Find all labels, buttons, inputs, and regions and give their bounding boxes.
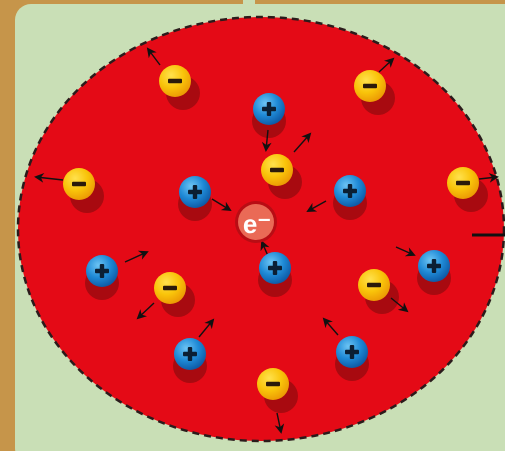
positive-charge <box>253 93 285 125</box>
negative-charge <box>154 272 186 304</box>
electron-label: e⁻ <box>243 209 271 239</box>
plus-sign-icon <box>432 259 436 273</box>
plus-sign-icon <box>273 261 277 275</box>
positive-charge <box>259 252 291 284</box>
negative-charge <box>447 167 479 199</box>
minus-sign-icon <box>270 168 284 172</box>
minus-sign-icon <box>168 79 182 83</box>
negative-charge <box>261 154 293 186</box>
plus-sign-icon <box>350 345 354 359</box>
negative-charge <box>159 65 191 97</box>
minus-sign-icon <box>72 182 86 186</box>
plus-sign-icon <box>348 184 352 198</box>
positive-charge <box>418 250 450 282</box>
minus-sign-icon <box>163 286 177 290</box>
plus-sign-icon <box>267 102 271 116</box>
plus-sign-icon <box>188 347 192 361</box>
minus-sign-icon <box>266 382 280 386</box>
positive-charge <box>86 255 118 287</box>
positive-charge <box>334 175 366 207</box>
plus-sign-icon <box>100 264 104 278</box>
minus-sign-icon <box>456 181 470 185</box>
negative-charge <box>257 368 289 400</box>
negative-charge <box>354 70 386 102</box>
negative-charge <box>358 269 390 301</box>
positive-charge <box>179 176 211 208</box>
electron: e⁻ <box>235 201 277 243</box>
plus-sign-icon <box>193 185 197 199</box>
positive-charge <box>336 336 368 368</box>
negative-charge <box>63 168 95 200</box>
minus-sign-icon <box>367 283 381 287</box>
minus-sign-icon <box>363 84 377 88</box>
positive-charge <box>174 338 206 370</box>
